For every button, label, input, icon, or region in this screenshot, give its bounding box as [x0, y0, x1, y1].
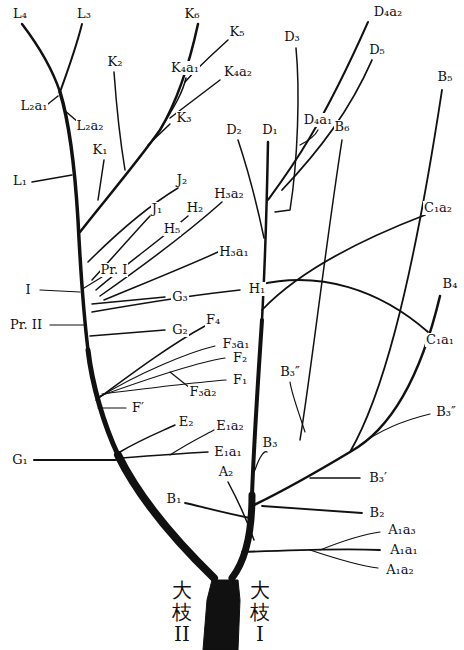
branch-label: E₁a₁: [213, 445, 243, 460]
branch-label: F₃a₂: [188, 385, 217, 400]
branch-label: B₁: [166, 492, 183, 507]
branch-label: L₃: [76, 7, 92, 22]
branch-label: K₅: [229, 25, 246, 40]
branch-label: B₅: [437, 70, 454, 85]
branch-label: B₃″: [435, 405, 457, 420]
branch-label: K₂: [107, 55, 124, 70]
branch-label: D₂: [225, 123, 243, 138]
branch-label: K₄a₂: [223, 65, 253, 80]
branch-label: Pr. II: [9, 318, 43, 333]
branch-label: D₁: [261, 123, 279, 138]
branch-label: K₃: [176, 111, 193, 126]
branch-label: L₂a₂: [76, 119, 105, 134]
branch-label: I: [24, 283, 31, 298]
branch-label: B₆: [334, 120, 351, 135]
branch-label: H₂: [186, 201, 205, 216]
branch-label: A₁a₃: [387, 523, 417, 538]
branch-label: B₂: [369, 506, 386, 521]
branch-label: B₄: [442, 277, 459, 292]
branch-label: F₃a₁: [221, 337, 250, 352]
branch-label: H₁: [248, 282, 267, 297]
branch-label: A₂: [218, 465, 235, 480]
branch-label: F₂: [232, 351, 248, 366]
bough-label: 大枝I: [248, 578, 272, 646]
branch-label: D₃: [283, 30, 301, 45]
branch-label: F₁: [232, 373, 248, 388]
branch-label: C₁a₁: [425, 333, 455, 348]
branch-label: E₂: [178, 415, 195, 430]
branch-label: G₃: [171, 290, 189, 305]
branch-label: L₁: [12, 174, 28, 189]
branch-label: G₁: [11, 453, 29, 468]
branch-label: Pr. I: [100, 263, 129, 278]
branch-label: J₁: [151, 202, 163, 217]
branch-label: K₄a₁: [170, 61, 200, 76]
branch-label: H₃a₂: [213, 187, 245, 202]
branch-label: L₂a₁: [20, 99, 49, 114]
branch-label: D₄a₁: [303, 113, 334, 128]
branch-label: B₃: [262, 436, 279, 451]
branch-label: A₁a₁: [389, 543, 419, 558]
branch-label: D₄a₂: [373, 5, 404, 20]
branch-label: B₃″: [279, 365, 301, 380]
branch-label: B₃′: [368, 471, 388, 486]
branch-label: A₁a₂: [385, 563, 415, 578]
branch-label: H₅: [163, 222, 182, 237]
branch-label: K₆: [184, 7, 201, 22]
branch-label: G₂: [171, 323, 189, 338]
branch-label: L₄: [12, 7, 28, 22]
branch-label: K₁: [92, 143, 109, 158]
branch-label: H₃a₁: [218, 245, 250, 260]
branch-label: F₄: [205, 313, 221, 328]
branch-label: J₂: [176, 173, 188, 188]
branch-label: D₅: [368, 43, 386, 58]
branch-label: E₁a₂: [215, 419, 245, 434]
bough-label: 大枝II: [170, 578, 194, 646]
branch-label: F′: [131, 401, 145, 416]
branch-label: C₁a₂: [423, 201, 453, 216]
